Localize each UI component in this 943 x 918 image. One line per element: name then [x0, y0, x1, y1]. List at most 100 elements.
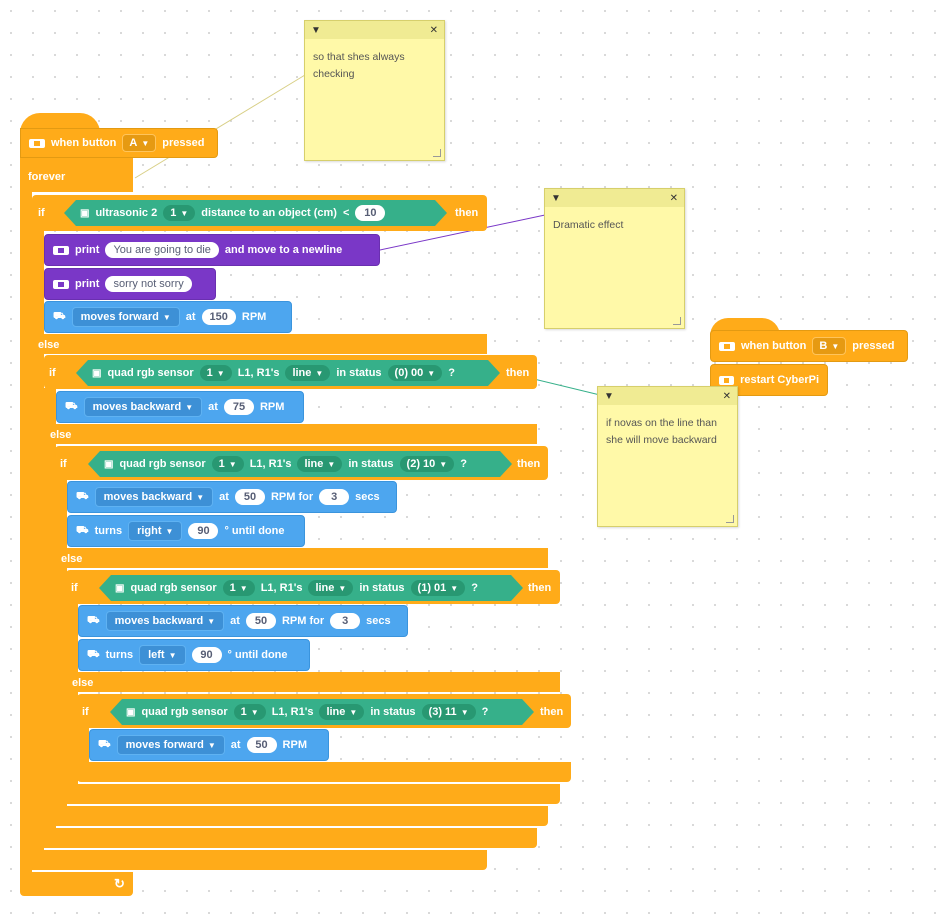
direction-dropdown[interactable]: moves backward▼	[94, 487, 214, 507]
note-text: she will move backward	[606, 434, 717, 446]
restart-label: restart CyberPi	[740, 374, 819, 386]
turn-direction-dropdown[interactable]: left▼	[139, 645, 186, 665]
direction-dropdown[interactable]: moves forward▼	[71, 307, 180, 327]
quad-mode-dropdown[interactable]: line▼	[308, 580, 353, 596]
resize-handle-icon[interactable]	[673, 317, 681, 325]
when-button-a-pressed-block[interactable]: when button A▼ pressed	[20, 128, 218, 158]
rpm-input[interactable]: 75	[223, 399, 254, 415]
until-done-label: ° until done	[227, 649, 288, 661]
forever-top[interactable]	[20, 158, 133, 192]
quad-status-dropdown[interactable]: (2) 10▼	[400, 456, 455, 472]
secs-input[interactable]: 3	[330, 613, 361, 629]
else3-bar	[55, 548, 548, 568]
ultrasonic-threshold-input[interactable]: 10	[355, 205, 385, 221]
quad-mode-dropdown[interactable]: line▼	[297, 456, 342, 472]
cyberpi-icon	[53, 279, 69, 289]
mode-value: line	[304, 458, 324, 470]
sensor-icon: ▣	[115, 582, 125, 594]
quad-probe: L1, R1's	[260, 582, 303, 594]
ultrasonic-condition[interactable]: ▣ ultrasonic 2 1▼ distance to an object …	[64, 200, 447, 226]
caret-icon: ▼	[196, 492, 205, 502]
comment-note-2[interactable]: ▼ ✕ Dramatic effect	[544, 188, 685, 329]
caret-icon: ▼	[185, 402, 194, 412]
if2-label: if	[49, 367, 56, 379]
direction-dropdown[interactable]: moves backward▼	[105, 611, 225, 631]
quad-probe: L1, R1's	[271, 706, 314, 718]
quad-port-dropdown[interactable]: 1▼	[223, 580, 255, 596]
question-mark: ?	[471, 582, 478, 594]
turn-direction-dropdown[interactable]: right▼	[128, 521, 183, 541]
ultrasonic-metric: distance to an object (cm)	[201, 207, 337, 219]
mbot-icon: ⛟	[76, 490, 89, 502]
move-backward-secs-block-1[interactable]: ⛟ moves backward▼ at 50 RPM for 3 secs	[67, 481, 397, 513]
rpm-input[interactable]: 50	[245, 613, 276, 629]
direction-dropdown[interactable]: moves forward▼	[116, 735, 225, 755]
print-block[interactable]: print sorry not sorry	[44, 268, 216, 300]
quad-status-dropdown[interactable]: (0) 00▼	[388, 365, 443, 381]
button-a-dropdown[interactable]: A▼	[122, 134, 157, 152]
quad-port-dropdown[interactable]: 1▼	[234, 704, 266, 720]
caret-icon: ▼	[141, 138, 150, 148]
comment-note-1[interactable]: ▼ ✕ so that shes always checking	[304, 20, 445, 161]
mbot-icon: ⛟	[76, 524, 89, 536]
then3-label: then	[517, 458, 541, 470]
resize-handle-icon[interactable]	[433, 149, 441, 157]
sensor-icon: ▣	[92, 367, 102, 379]
note-header[interactable]: ▼ ✕	[545, 189, 684, 207]
rpm-input[interactable]: 50	[234, 489, 265, 505]
close-icon[interactable]: ✕	[429, 24, 438, 36]
quad1-condition[interactable]: ▣ quad rgb sensor 1▼ L1, R1's line▼ in s…	[76, 360, 500, 386]
print-text-input[interactable]: You are going to die	[105, 242, 219, 258]
hat-suffix: pressed	[162, 137, 205, 149]
move-backward-secs-block-2[interactable]: ⛟ moves backward▼ at 50 RPM for 3 secs	[78, 605, 408, 637]
print-text-input[interactable]: sorry not sorry	[105, 276, 192, 292]
quad-port-dropdown[interactable]: 1▼	[200, 365, 232, 381]
quad-probe: L1, R1's	[237, 367, 280, 379]
at-label: at	[185, 311, 196, 323]
collapse-icon[interactable]: ▼	[551, 192, 561, 204]
when-button-b-pressed-block[interactable]: when button B▼ pressed	[710, 330, 908, 362]
quad-port-dropdown[interactable]: 1▼	[212, 456, 244, 472]
quad2-condition[interactable]: ▣ quad rgb sensor 1▼ L1, R1's line▼ in s…	[88, 451, 512, 477]
note-header[interactable]: ▼ ✕	[598, 387, 737, 405]
quad-mode-dropdown[interactable]: line▼	[319, 704, 364, 720]
else1-label: else	[38, 339, 60, 351]
port-value: 1	[218, 458, 225, 470]
rpm-input[interactable]: 50	[246, 737, 277, 753]
quad4-condition[interactable]: ▣ quad rgb sensor 1▼ L1, R1's line▼ in s…	[110, 699, 534, 725]
note-text: so that shes always	[313, 51, 405, 63]
quad-status-dropdown[interactable]: (3) 11▼	[422, 704, 476, 720]
note-body[interactable]: so that shes always checking	[305, 39, 444, 93]
note-body[interactable]: Dramatic effect	[545, 207, 684, 244]
degrees-input[interactable]: 90	[188, 523, 219, 539]
turn-left-block[interactable]: ⛟ turns left▼ 90 ° until done	[78, 639, 310, 671]
move-forward-150-block[interactable]: ⛟ moves forward▼ at 150 RPM	[44, 301, 292, 333]
turn-right-block[interactable]: ⛟ turns right▼ 90 ° until done	[67, 515, 305, 547]
comment-note-3[interactable]: ▼ ✕ if novas on the line than she will m…	[597, 386, 738, 527]
cyberpi-icon	[719, 341, 735, 351]
move-forward-50-block[interactable]: ⛟ moves forward▼ at 50 RPM	[89, 729, 329, 761]
rpm-input[interactable]: 150	[201, 309, 236, 325]
print-newline-block[interactable]: print You are going to die and move to a…	[44, 234, 380, 266]
quad-status-dropdown[interactable]: (1) 01▼	[411, 580, 466, 596]
note-header[interactable]: ▼ ✕	[305, 21, 444, 39]
button-b-dropdown[interactable]: B▼	[812, 337, 847, 355]
quad3-condition[interactable]: ▣ quad rgb sensor 1▼ L1, R1's line▼ in s…	[99, 575, 523, 601]
close-icon[interactable]: ✕	[722, 390, 731, 402]
direction-dropdown[interactable]: moves backward▼	[83, 397, 203, 417]
button-value: B	[819, 340, 828, 352]
secs-input[interactable]: 3	[319, 489, 350, 505]
note-body[interactable]: if novas on the line than she will move …	[598, 405, 737, 459]
caret-icon: ▼	[315, 368, 324, 378]
if1-bottom	[32, 850, 487, 870]
ultrasonic-port-dropdown[interactable]: 1▼	[163, 205, 195, 221]
collapse-icon[interactable]: ▼	[311, 24, 321, 36]
close-icon[interactable]: ✕	[669, 192, 678, 204]
quad-mode-dropdown[interactable]: line▼	[285, 365, 330, 381]
resize-handle-icon[interactable]	[726, 515, 734, 523]
move-backward-75-block[interactable]: ⛟ moves backward▼ at 75 RPM	[56, 391, 304, 423]
if5-label: if	[82, 706, 89, 718]
else3-label: else	[61, 553, 83, 565]
degrees-input[interactable]: 90	[191, 647, 222, 663]
collapse-icon[interactable]: ▼	[604, 390, 614, 402]
